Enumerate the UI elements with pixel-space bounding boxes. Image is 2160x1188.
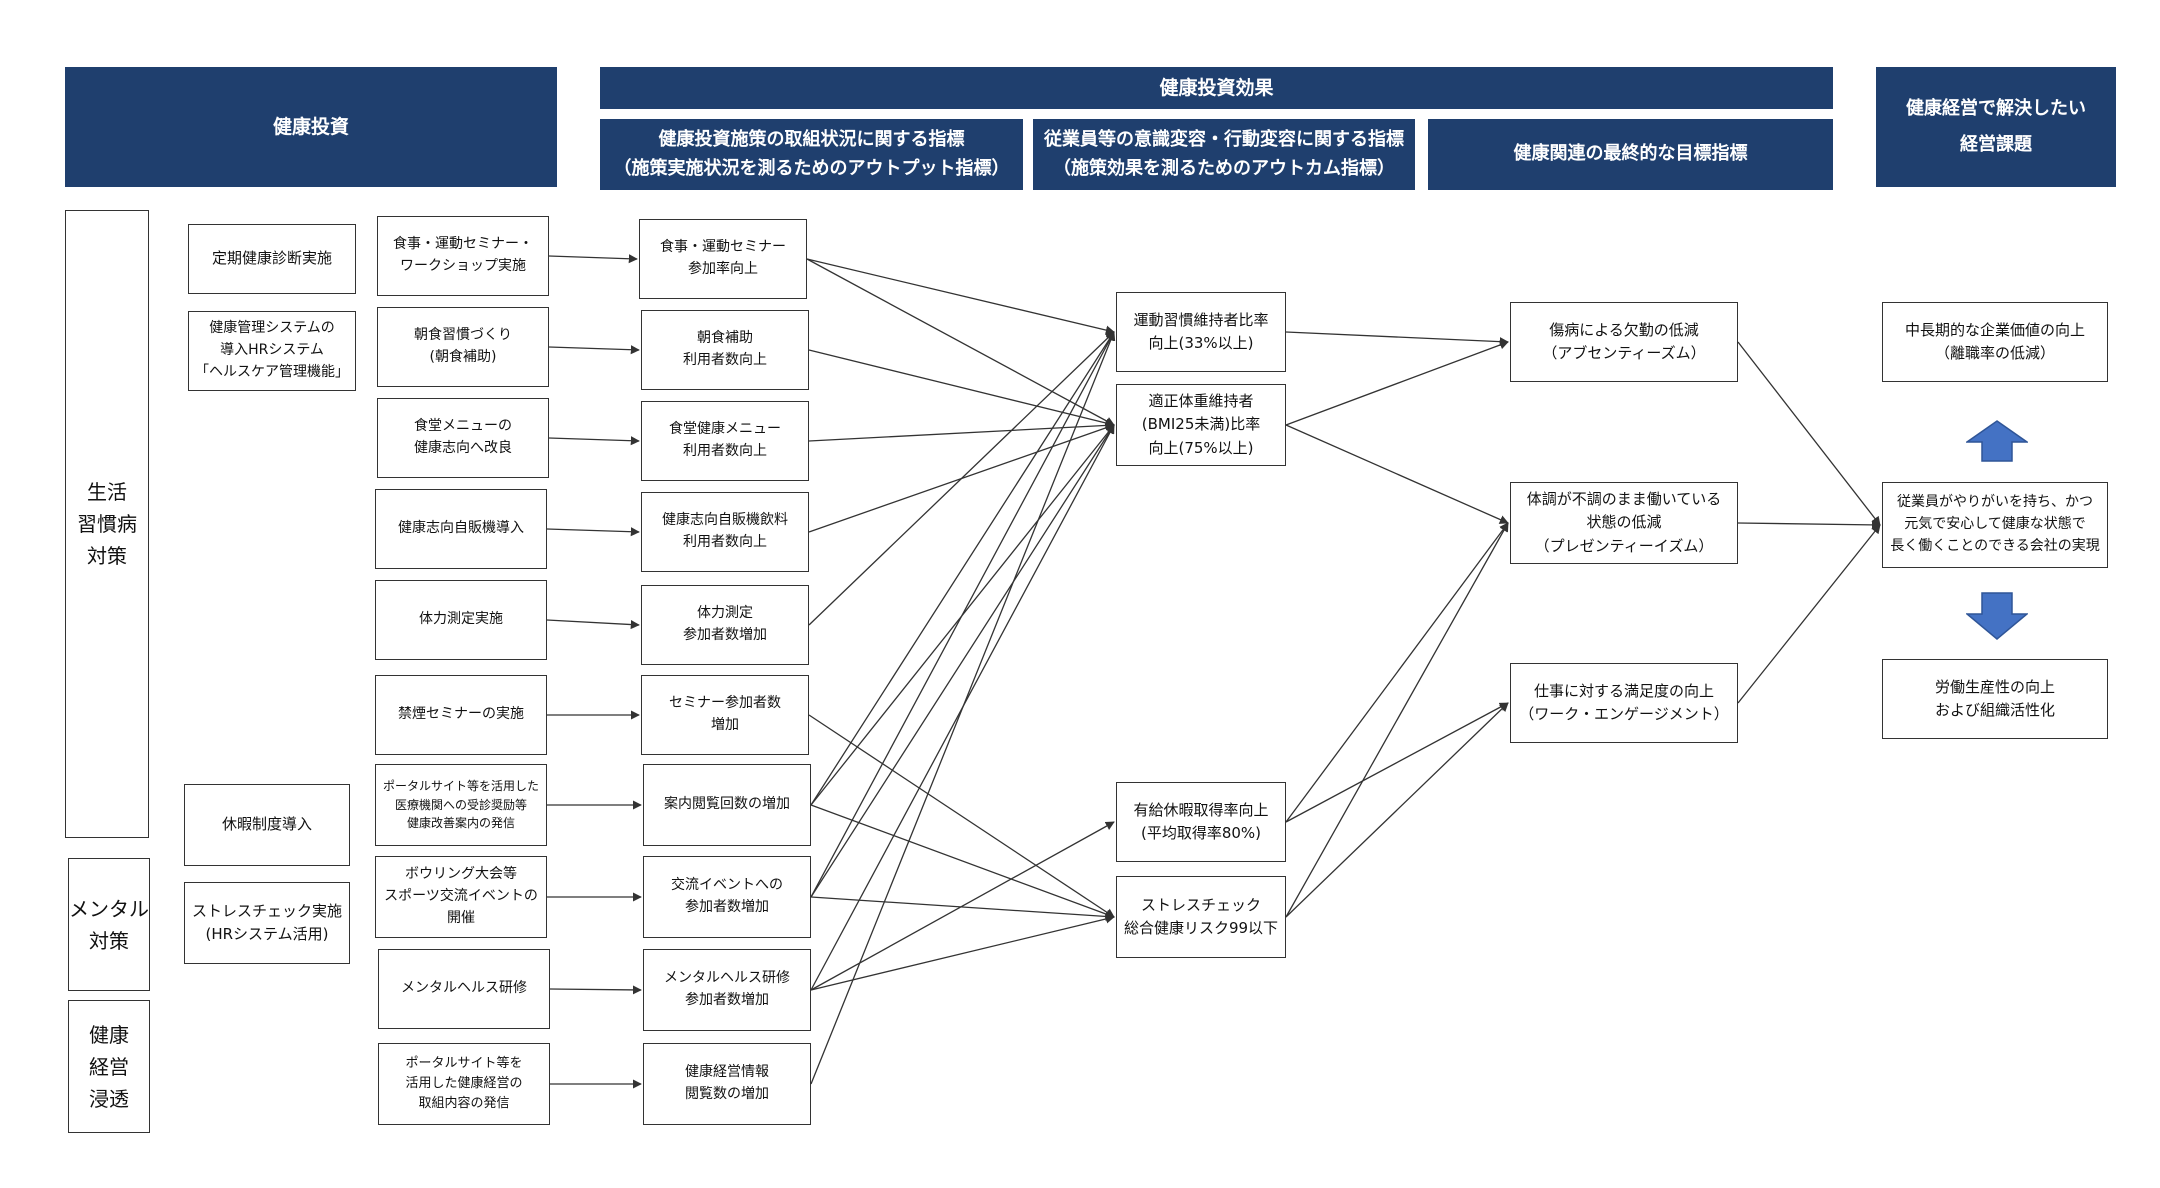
connector-line [548, 436, 640, 446]
connector-line [1737, 341, 1881, 526]
measure-box: 健康志向自販機導入 [375, 489, 547, 569]
measure-box: 食堂メニューの 健康志向へ改良 [377, 398, 549, 478]
connector-line [806, 258, 1115, 335]
connector-line [1737, 520, 1881, 530]
connector-line [810, 331, 1115, 898]
connector-line [1285, 522, 1509, 823]
connector-line [1285, 331, 1509, 347]
connector-line [810, 914, 1115, 991]
output-box: 交流イベントへの 参加者数増加 [643, 856, 811, 938]
outcome-box: ストレスチェック 総合健康リスク99以下 [1116, 876, 1286, 958]
header-effect-output: 健康投資施策の取組状況に関する指標 （施策実施状況を測るためのアウトプット指標） [600, 119, 1023, 190]
header-effect-outcome: 従業員等の意識変容・行動変容に関する指標 （施策効果を測るためのアウトカム指標） [1033, 119, 1415, 190]
category-penetration: 健康 経営 浸透 [68, 1000, 150, 1133]
output-box: 案内閲覧回数の増加 [643, 764, 811, 846]
measure-box: ボウリング大会等 スポーツ交流イベントの 開催 [375, 856, 547, 938]
measure-box: 禁煙セミナーの実施 [375, 675, 547, 755]
output-box: 朝食補助 利用者数向上 [641, 310, 809, 390]
output-box: 体力測定 参加者数増加 [641, 585, 809, 665]
system-stress-check: ストレスチェック実施 (HRシステム活用) [184, 882, 350, 964]
connector-line [549, 985, 642, 995]
connector-line [810, 331, 1116, 1085]
system-leave: 休暇制度導入 [184, 784, 350, 866]
measure-box: 朝食習慣づくり (朝食補助) [377, 307, 549, 387]
connector-line [546, 619, 640, 630]
outcome-box: 有給休暇取得率向上 (平均取得率80%) [1116, 782, 1286, 862]
final-box: 体調が不調のまま働いている 状態の低減 （プレゼンティーイズム） [1510, 482, 1738, 564]
system-hr: 健康管理システムの 導入HRシステム 「ヘルスケア管理機能」 [188, 311, 356, 391]
connector-line [806, 258, 1115, 426]
final-box: 傷病による欠勤の低減 （アブセンティーズム） [1510, 302, 1738, 382]
header-effect-final: 健康関連の最終的な目標指標 [1428, 119, 1833, 190]
output-box: 食堂健康メニュー 利用者数向上 [641, 401, 809, 481]
measure-box: ポータルサイト等を活用した 医療機関への受診奨励等 健康改善案内の発信 [375, 764, 547, 846]
measure-box: ポータルサイト等を 活用した健康経営の 取組内容の発信 [378, 1043, 550, 1125]
connector-line [808, 349, 1115, 428]
up-arrow-icon [1966, 420, 2028, 462]
connector-line [1285, 522, 1509, 918]
output-box: セミナー参加者数 増加 [641, 675, 809, 755]
measure-box: メンタルヘルス研修 [378, 949, 550, 1029]
issue-center: 従業員がやりがいを持ち、かつ 元気で安心して健康な状態で 長く働くことのできる会… [1882, 482, 2108, 568]
header-issues: 健康経営で解決したい 経営課題 [1876, 67, 2116, 187]
connector-line [810, 804, 1115, 919]
connector-line [1285, 702, 1509, 918]
connector-line [810, 424, 1115, 898]
down-arrow-icon [1966, 592, 2028, 640]
connector-line [1285, 340, 1509, 426]
connector-line [1285, 702, 1509, 823]
measure-box: 食事・運動セミナー・ ワークショップ実施 [377, 216, 549, 296]
output-box: 健康志向自販機飲料 利用者数向上 [641, 492, 809, 572]
output-box: 食事・運動セミナー 参加率向上 [639, 219, 807, 299]
connector-line [1285, 424, 1509, 524]
connector-line [1737, 524, 1881, 704]
category-mental: メンタル 対策 [68, 858, 150, 991]
connector-line [548, 345, 640, 355]
connector-line [546, 527, 640, 537]
connector-line [810, 331, 1115, 806]
header-effect: 健康投資効果 [600, 67, 1833, 109]
output-box: メンタルヘルス研修 参加者数増加 [643, 949, 811, 1031]
connector-line [808, 331, 1115, 626]
connector-line [810, 821, 1115, 991]
issue-bottom: 労働生産性の向上 および組織活性化 [1882, 659, 2108, 739]
issue-top: 中長期的な企業価値の向上 （離職率の低減） [1882, 302, 2108, 382]
system-checkup: 定期健康診断実施 [188, 224, 356, 294]
connector-line [808, 420, 1115, 442]
outcome-box: 適正体重維持者 (BMI25未満)比率 向上(75%以上) [1116, 384, 1286, 466]
connector-line [808, 714, 1115, 918]
outcome-box: 運動習慣維持者比率 向上(33%以上) [1116, 292, 1286, 372]
category-lifestyle: 生活 習慣病 対策 [65, 210, 149, 838]
connector-line [810, 896, 1115, 922]
connector-line [548, 254, 638, 264]
output-box: 健康経営情報 閲覧数の増加 [643, 1043, 811, 1125]
measure-box: 体力測定実施 [375, 580, 547, 660]
final-box: 仕事に対する満足度の向上 （ワーク・エンゲージメント） [1510, 663, 1738, 743]
header-investment: 健康投資 [65, 67, 557, 187]
